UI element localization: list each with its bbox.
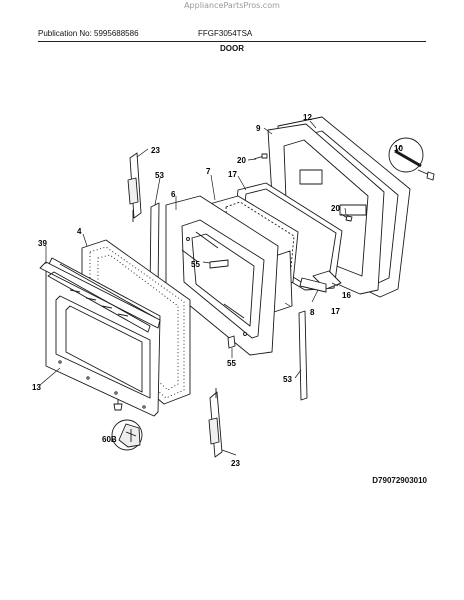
part-17-glass-strip-lower — [299, 277, 327, 293]
label-part-60b: 60B — [102, 435, 117, 444]
label-part-17-upper: 17 — [228, 170, 237, 179]
model-number: FFGF3054TSA — [198, 29, 253, 38]
label-part-17-lower: 17 — [331, 307, 340, 316]
label-part-9: 9 — [256, 124, 261, 133]
label-part-16: 16 — [342, 291, 351, 300]
label-part-12: 12 — [303, 113, 312, 122]
part-55-clip-lower — [227, 335, 236, 349]
part-10-hinge-rod — [388, 137, 435, 181]
label-part-55-upper: 55 — [191, 260, 200, 269]
label-part-55-lower: 55 — [227, 359, 236, 368]
label-part-10: 10 — [394, 144, 403, 153]
label-part-20-lower: 20 — [331, 204, 340, 213]
label-part-8: 8 — [310, 308, 315, 317]
header-rule — [38, 41, 426, 42]
part-55-clip-upper — [209, 259, 229, 269]
section-title: DOOR — [220, 44, 244, 53]
label-part-7: 7 — [206, 167, 211, 176]
label-part-53-left: 53 — [155, 171, 164, 180]
site-watermark: AppliancePartsPros.com — [184, 1, 280, 10]
part-60b-screw — [111, 399, 143, 451]
label-part-53-right: 53 — [283, 375, 292, 384]
part-20-screw-lower — [340, 213, 353, 222]
publication-number: Publication No: 5995688586 — [38, 29, 139, 38]
part-23-hinge-lower — [208, 388, 223, 458]
label-part-13: 13 — [32, 383, 41, 392]
label-part-39: 39 — [38, 239, 47, 248]
part-20-screw-upper — [253, 153, 268, 160]
label-part-23-upper: 23 — [151, 146, 160, 155]
label-part-4: 4 — [77, 227, 82, 236]
leader-lines — [39, 120, 402, 456]
part-53-seal-right — [298, 310, 308, 401]
part-39-door-handle — [39, 261, 161, 333]
label-part-6: 6 — [171, 190, 176, 199]
label-part-23-lower: 23 — [231, 459, 240, 468]
diagram-number: D79072903010 — [372, 476, 427, 485]
part-23-hinge-upper — [127, 152, 142, 222]
label-part-20-upper: 20 — [237, 156, 246, 165]
part-13-outer-door-panel — [45, 257, 161, 417]
